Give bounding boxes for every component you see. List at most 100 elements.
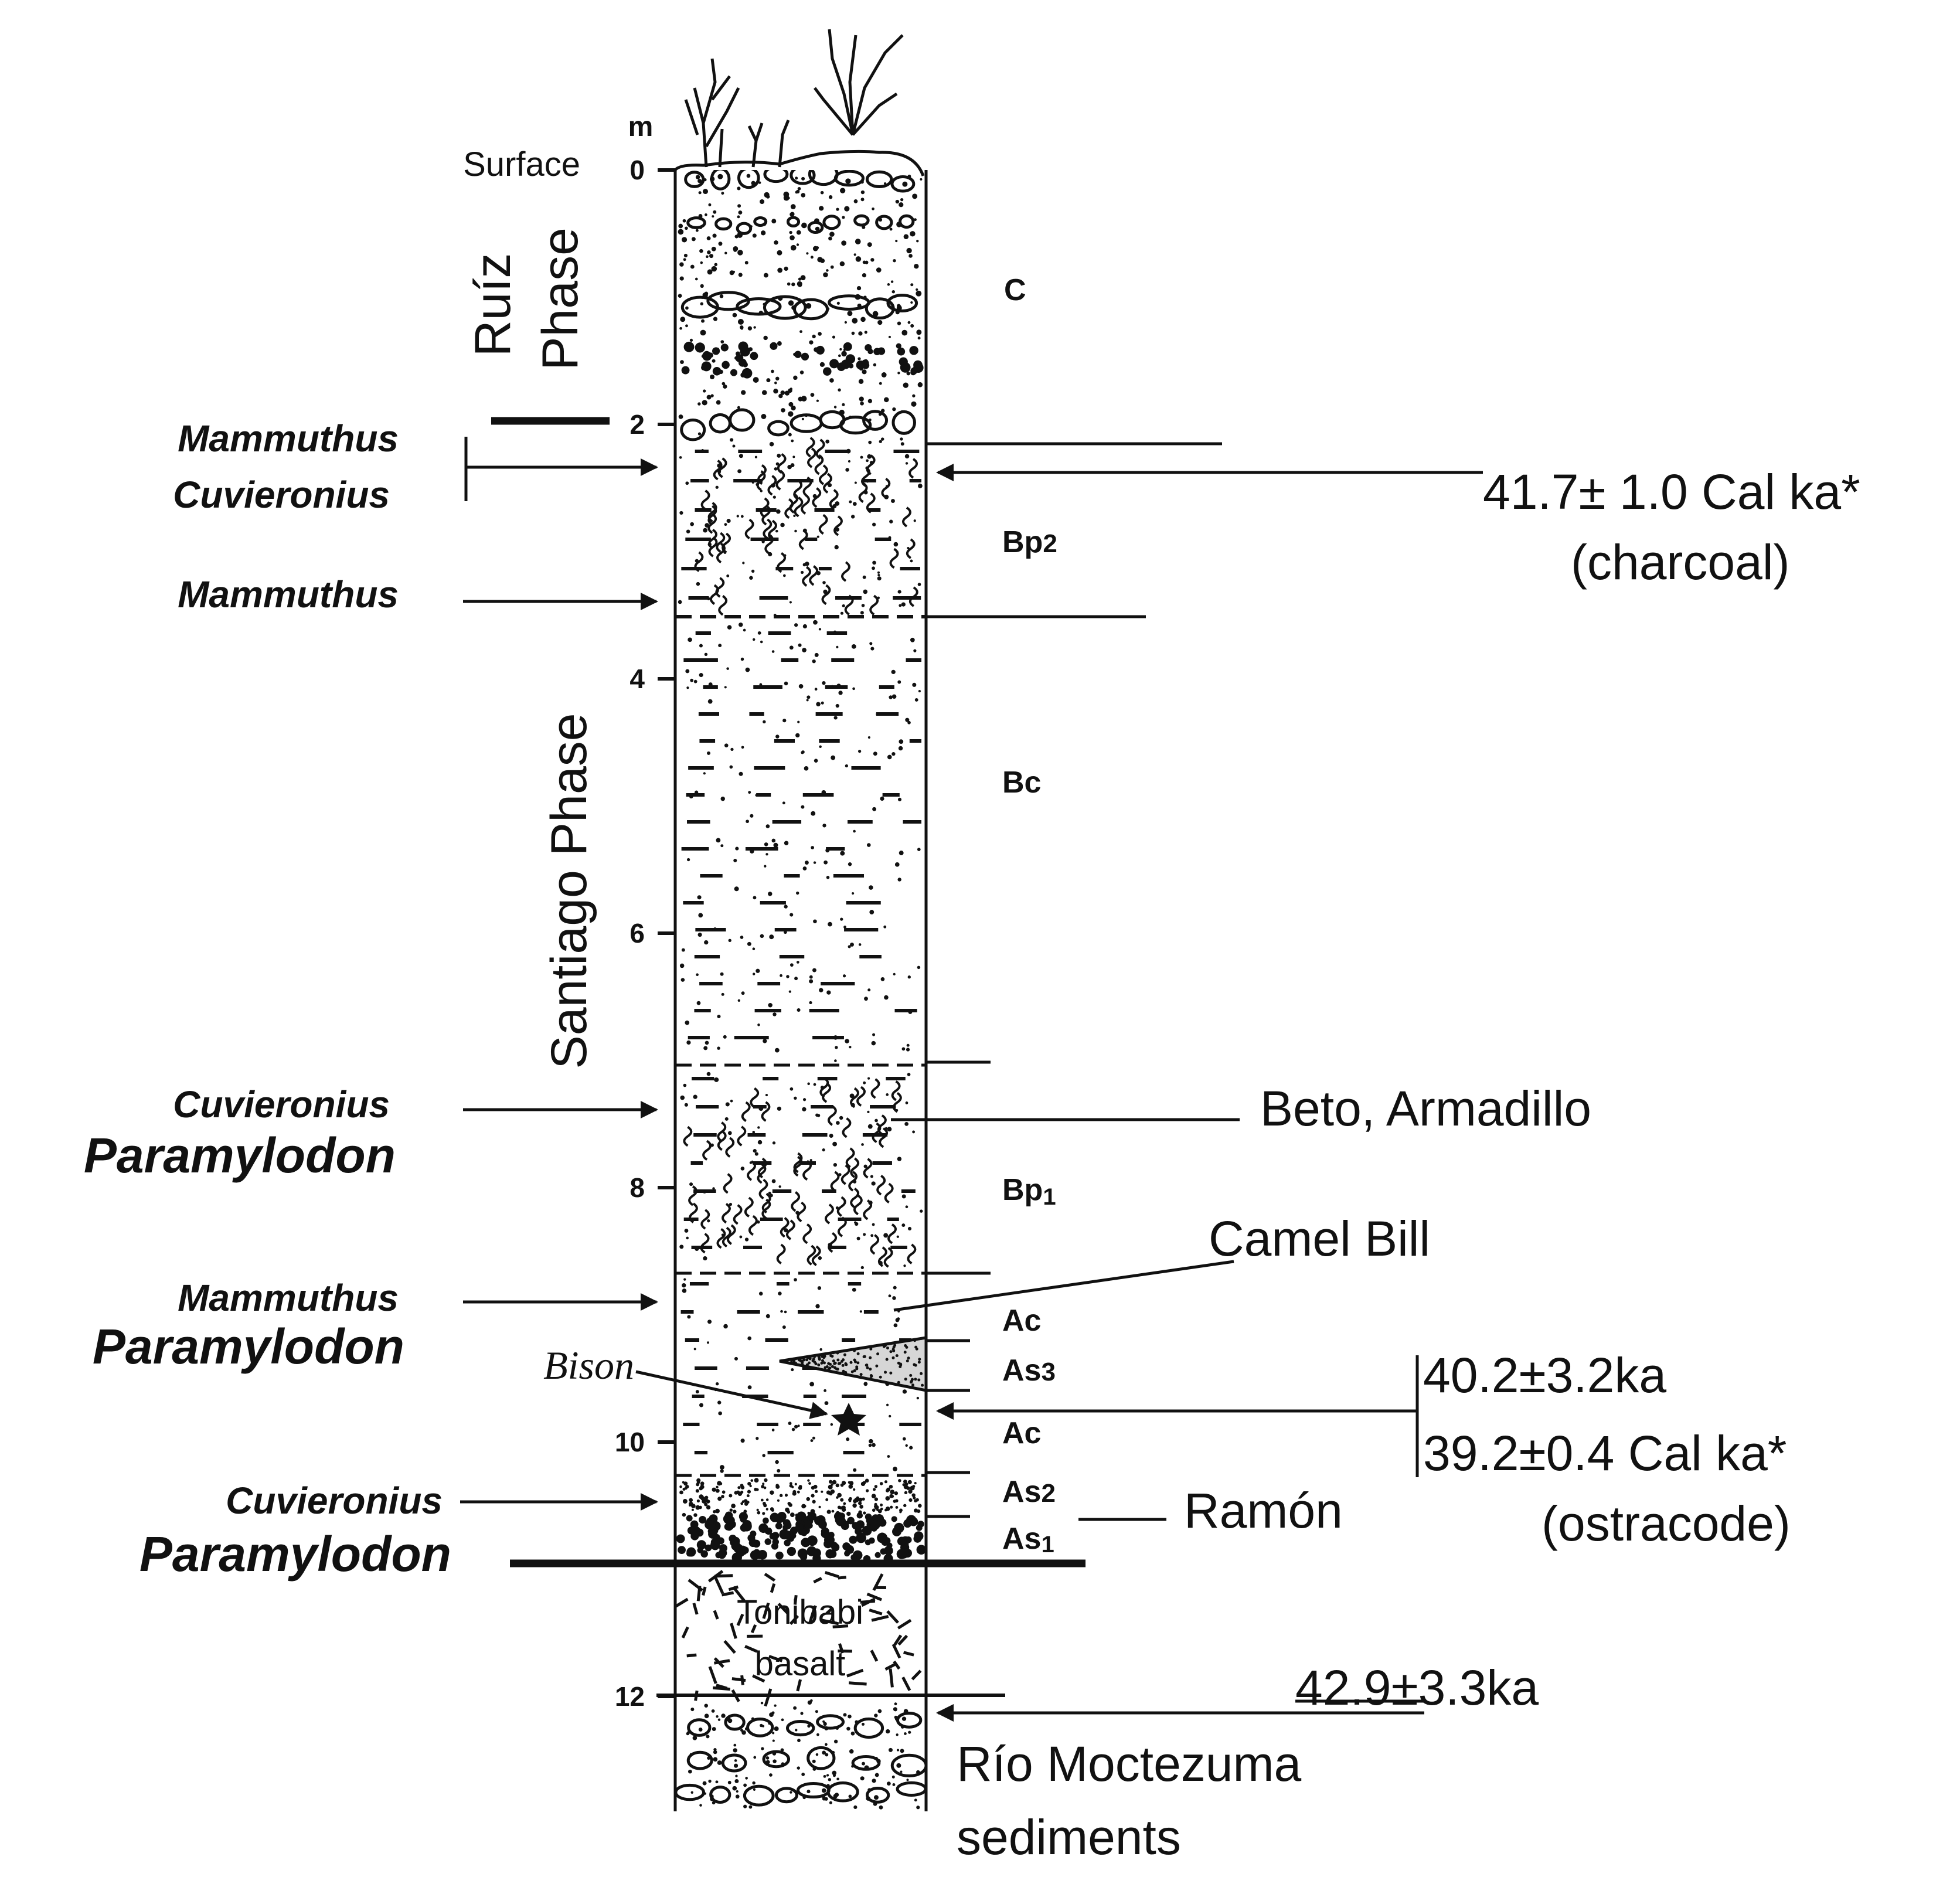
- root-trace: [722, 1226, 731, 1248]
- basalt-line1: Tonibabi: [737, 1593, 863, 1631]
- sediment-grain: [759, 199, 765, 205]
- sediment-grain: [793, 514, 796, 517]
- sediment-grain: [873, 1488, 876, 1491]
- sediment-grain: [696, 973, 699, 977]
- wedge-grain: [805, 1363, 809, 1366]
- sediment-grain: [679, 276, 684, 281]
- sediment-grain: [903, 382, 908, 388]
- sediment-grain: [826, 269, 829, 272]
- basalt-fragment: [808, 1606, 816, 1623]
- sediment-grain: [680, 1095, 685, 1100]
- wedge-grain: [841, 1363, 845, 1367]
- sediment-grain: [855, 239, 861, 244]
- sediment-grain: [801, 352, 809, 361]
- sediment-grain: [899, 202, 904, 208]
- sediment-grain: [901, 329, 908, 336]
- sediment-grain: [883, 182, 887, 185]
- sediment-grain: [751, 181, 756, 186]
- sediment-grain: [784, 841, 789, 845]
- sediment-grain: [769, 1773, 773, 1777]
- sediment-grain: [797, 1008, 801, 1012]
- sediment-grain: [758, 1291, 763, 1296]
- site-beto-armadillo: Beto, Armadillo: [1260, 1081, 1591, 1136]
- root-trace: [709, 584, 719, 605]
- sediment-grain: [839, 348, 842, 351]
- sediment-grain: [695, 342, 705, 353]
- sediment-grain: [896, 1235, 899, 1238]
- sediment-grain: [721, 1495, 724, 1498]
- axis-unit-label: m: [628, 111, 654, 142]
- sediment-grain: [872, 807, 876, 811]
- sediment-grain: [784, 1228, 788, 1233]
- sediment-grain: [876, 1759, 881, 1764]
- sediment-grain: [735, 1794, 740, 1799]
- root-trace: [733, 1204, 743, 1225]
- sediment-grain: [902, 1389, 907, 1394]
- sediment-grain: [693, 1094, 697, 1099]
- sediment-grain: [866, 459, 869, 463]
- sediment-grain: [698, 913, 703, 918]
- sediment-grain: [888, 335, 891, 338]
- sediment-grain: [802, 624, 807, 629]
- sediment-grain: [713, 1757, 718, 1762]
- sediment-grain: [753, 326, 756, 329]
- sediment-grain: [907, 546, 910, 550]
- sediment-grain: [914, 1798, 917, 1802]
- sediment-grain: [897, 1536, 907, 1546]
- sediment-grain: [816, 399, 819, 402]
- sediment-grain: [769, 934, 774, 940]
- sediment-grain: [914, 698, 918, 702]
- sediment-grain: [707, 250, 711, 254]
- sediment-grain: [836, 1496, 839, 1499]
- wedge-grain: [913, 1339, 917, 1342]
- sediment-grain: [812, 334, 816, 339]
- sediment-grain: [773, 1759, 777, 1763]
- sediment-grain: [709, 254, 714, 259]
- sediment-grain: [696, 1540, 706, 1550]
- sediment-grain: [685, 1020, 690, 1025]
- sediment-grain: [889, 695, 893, 699]
- sediment-grain: [833, 1774, 836, 1777]
- sediment-grain: [863, 490, 868, 495]
- date-42-9: 42.9±3.3ka: [1295, 1660, 1539, 1715]
- sediment-grain: [869, 461, 874, 465]
- wedge-grain: [829, 1354, 833, 1358]
- sediment-grain: [744, 261, 748, 265]
- sediment-grain: [858, 1497, 863, 1502]
- sediment-grain: [835, 1483, 840, 1488]
- wedge-grain: [801, 1361, 804, 1364]
- sediment-grain: [850, 1554, 857, 1561]
- sediment-grain: [788, 433, 792, 437]
- sediment-grain: [729, 438, 734, 442]
- sediment-grain: [778, 1185, 781, 1188]
- sediment-grain: [787, 464, 792, 470]
- wedge-grain: [911, 1383, 914, 1387]
- root-trace: [722, 532, 731, 553]
- sediment-grain: [891, 694, 897, 699]
- sediment-grain: [848, 1481, 851, 1484]
- sediment-grain: [829, 1134, 833, 1138]
- sediment-grain: [858, 750, 862, 753]
- basalt-fragment: [846, 1668, 864, 1678]
- sediment-grain: [812, 1499, 816, 1504]
- sediment-grain: [727, 1780, 731, 1784]
- sediment-grain: [821, 790, 826, 795]
- santiago-phase-label: Santiago Phase: [541, 713, 597, 1069]
- sediment-grain: [821, 1788, 826, 1793]
- sediment-grain: [763, 273, 768, 278]
- wedge-grain: [820, 1361, 824, 1365]
- sediment-grain: [780, 1748, 784, 1752]
- sediment-grain: [808, 1482, 811, 1485]
- sediment-grain: [910, 231, 916, 237]
- sediment-grain: [749, 1161, 753, 1164]
- sediment-grain: [849, 1093, 855, 1099]
- sediment-grain: [741, 991, 745, 995]
- sediment-grain: [775, 1484, 780, 1489]
- root-trace: [819, 1077, 829, 1098]
- site-camel-bill: Camel Bill: [1209, 1211, 1430, 1266]
- sediment-grain: [849, 1046, 852, 1049]
- sediment-grain: [737, 250, 743, 256]
- sediment-grain: [791, 283, 795, 287]
- sediment-grain: [822, 1750, 826, 1755]
